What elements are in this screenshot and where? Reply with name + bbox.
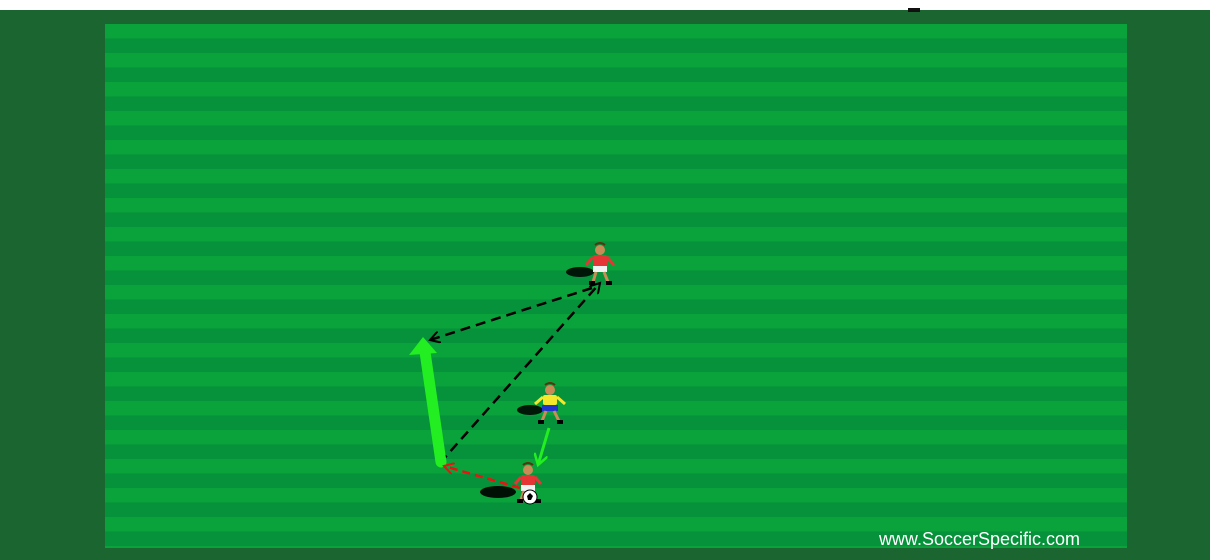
pitch-stripe bbox=[105, 140, 1127, 155]
pitch-stripe bbox=[105, 488, 1127, 503]
pitch-stripe bbox=[105, 430, 1127, 445]
pitch-stripe bbox=[105, 53, 1127, 68]
pitch-stripe bbox=[105, 198, 1127, 213]
top-notch bbox=[908, 8, 920, 12]
pitch-stripe bbox=[105, 503, 1127, 518]
pitch bbox=[105, 24, 1127, 548]
pitch-stripe bbox=[105, 169, 1127, 184]
pitch-stripe bbox=[105, 416, 1127, 431]
pitch-stripe bbox=[105, 184, 1127, 199]
pitch-stripe bbox=[105, 111, 1127, 126]
pitch-stripe bbox=[105, 82, 1127, 97]
pitch-stripe bbox=[105, 126, 1127, 141]
pitch-stripe bbox=[105, 445, 1127, 460]
pitch-stripe bbox=[105, 155, 1127, 170]
pitch-stripe bbox=[105, 459, 1127, 474]
watermark-text: www.SoccerSpecific.com bbox=[878, 529, 1080, 549]
pitch-stripe bbox=[105, 213, 1127, 228]
pitch-stripe bbox=[105, 314, 1127, 329]
pitch-stripe bbox=[105, 39, 1127, 54]
pitch-stripe bbox=[105, 271, 1127, 286]
pitch-stripe bbox=[105, 358, 1127, 373]
pitch-stripe bbox=[105, 256, 1127, 271]
pitch-stripe bbox=[105, 24, 1127, 39]
pitch-stripe bbox=[105, 68, 1127, 83]
pitch-stripes bbox=[105, 24, 1127, 548]
pitch-stripe bbox=[105, 285, 1127, 300]
pitch-stripe bbox=[105, 343, 1127, 358]
pitch-stripe bbox=[105, 474, 1127, 489]
pitch-stripe bbox=[105, 387, 1127, 402]
pitch-stripe bbox=[105, 227, 1127, 242]
pitch-stripe bbox=[105, 300, 1127, 315]
pitch-stripe bbox=[105, 401, 1127, 416]
soccer-ball-icon bbox=[523, 490, 537, 504]
top-strip bbox=[0, 0, 1210, 10]
pitch-stripe bbox=[105, 242, 1127, 257]
pitch-stripe bbox=[105, 329, 1127, 344]
pitch-stripe bbox=[105, 97, 1127, 112]
pitch-stripe bbox=[105, 372, 1127, 387]
